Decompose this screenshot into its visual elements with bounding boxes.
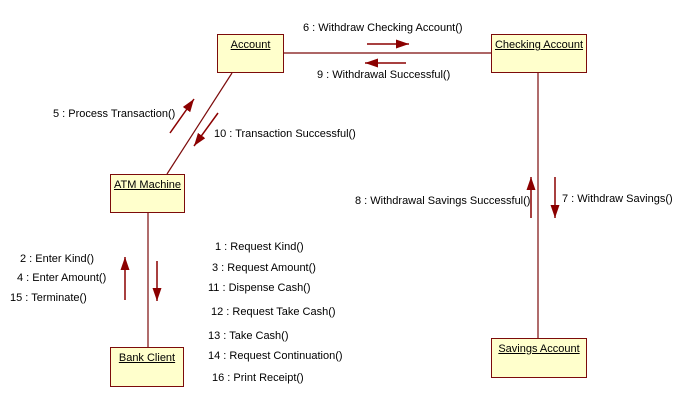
message-label-1: 1 : Request Kind() xyxy=(215,241,304,253)
object-label-checking-account: Checking Account xyxy=(494,39,584,51)
message-label-13: 13 : Take Cash() xyxy=(208,330,289,342)
message-arrow-process-transaction xyxy=(169,98,195,134)
object-box-atm-machine[interactable]: ATM Machine xyxy=(110,174,185,213)
message-label-14: 14 : Request Continuation() xyxy=(208,350,343,362)
object-box-savings-account[interactable]: Savings Account xyxy=(491,338,587,378)
message-label-3: 3 : Request Amount() xyxy=(212,262,316,274)
message-label-10: 10 : Transaction Successful() xyxy=(214,128,356,140)
message-label-4: 4 : Enter Amount() xyxy=(17,272,107,284)
object-label-savings-account: Savings Account xyxy=(498,343,580,355)
object-label-account: Account xyxy=(230,39,271,51)
message-label-2: 2 : Enter Kind() xyxy=(20,253,94,265)
association-account-atm xyxy=(166,72,233,175)
object-label-atm-machine: ATM Machine xyxy=(113,179,182,191)
message-label-6: 6 : Withdraw Checking Account() xyxy=(303,22,463,34)
message-label-15: 15 : Terminate() xyxy=(10,292,87,304)
object-box-account[interactable]: Account xyxy=(217,34,284,73)
object-box-bank-client[interactable]: Bank Client xyxy=(110,347,184,387)
object-box-checking-account[interactable]: Checking Account xyxy=(491,34,587,73)
message-label-16: 16 : Print Receipt() xyxy=(212,372,304,384)
message-label-11: 11 : Dispense Cash() xyxy=(208,282,311,294)
message-label-12: 12 : Request Take Cash() xyxy=(211,306,336,318)
message-label-8: 8 : Withdrawal Savings Successful() xyxy=(355,195,531,207)
object-label-bank-client: Bank Client xyxy=(118,352,176,364)
message-label-5: 5 : Process Transaction() xyxy=(53,108,176,120)
message-label-9: 9 : Withdrawal Successful() xyxy=(317,69,451,81)
message-label-7: 7 : Withdraw Savings() xyxy=(562,193,673,205)
message-arrow-transaction-successful xyxy=(193,112,219,147)
